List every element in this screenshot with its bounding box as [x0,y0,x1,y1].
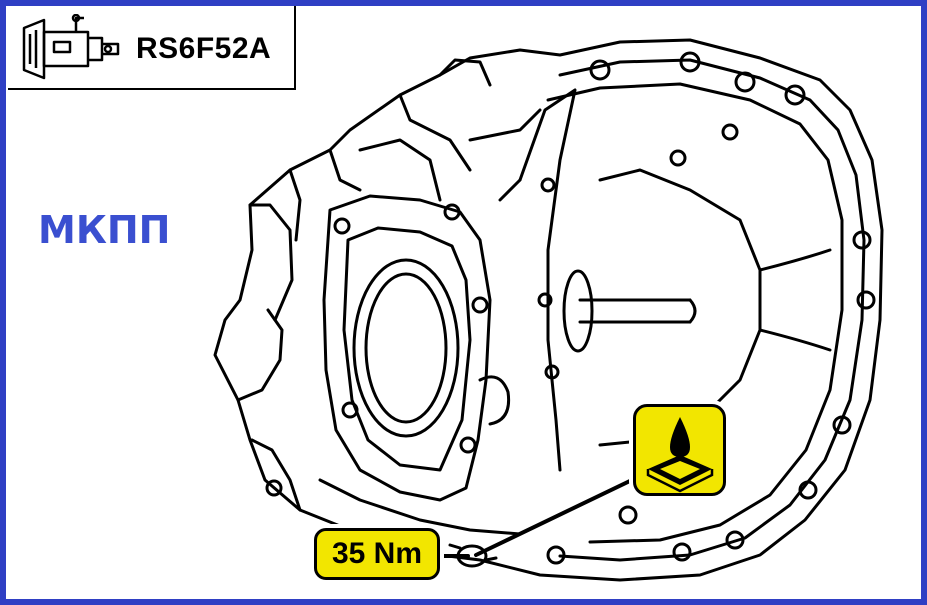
model-code: RS6F52A [136,32,272,65]
transmission-type-label: МКПП [38,208,171,252]
sealant-callout [633,404,726,496]
model-header-box: RS6F52A [8,6,296,90]
oil-drop-sealant-icon [646,417,714,493]
torque-value: 35 Nm [331,537,423,570]
torque-callout: 35 Nm [314,528,440,580]
manual-transmission-icon [22,14,120,80]
